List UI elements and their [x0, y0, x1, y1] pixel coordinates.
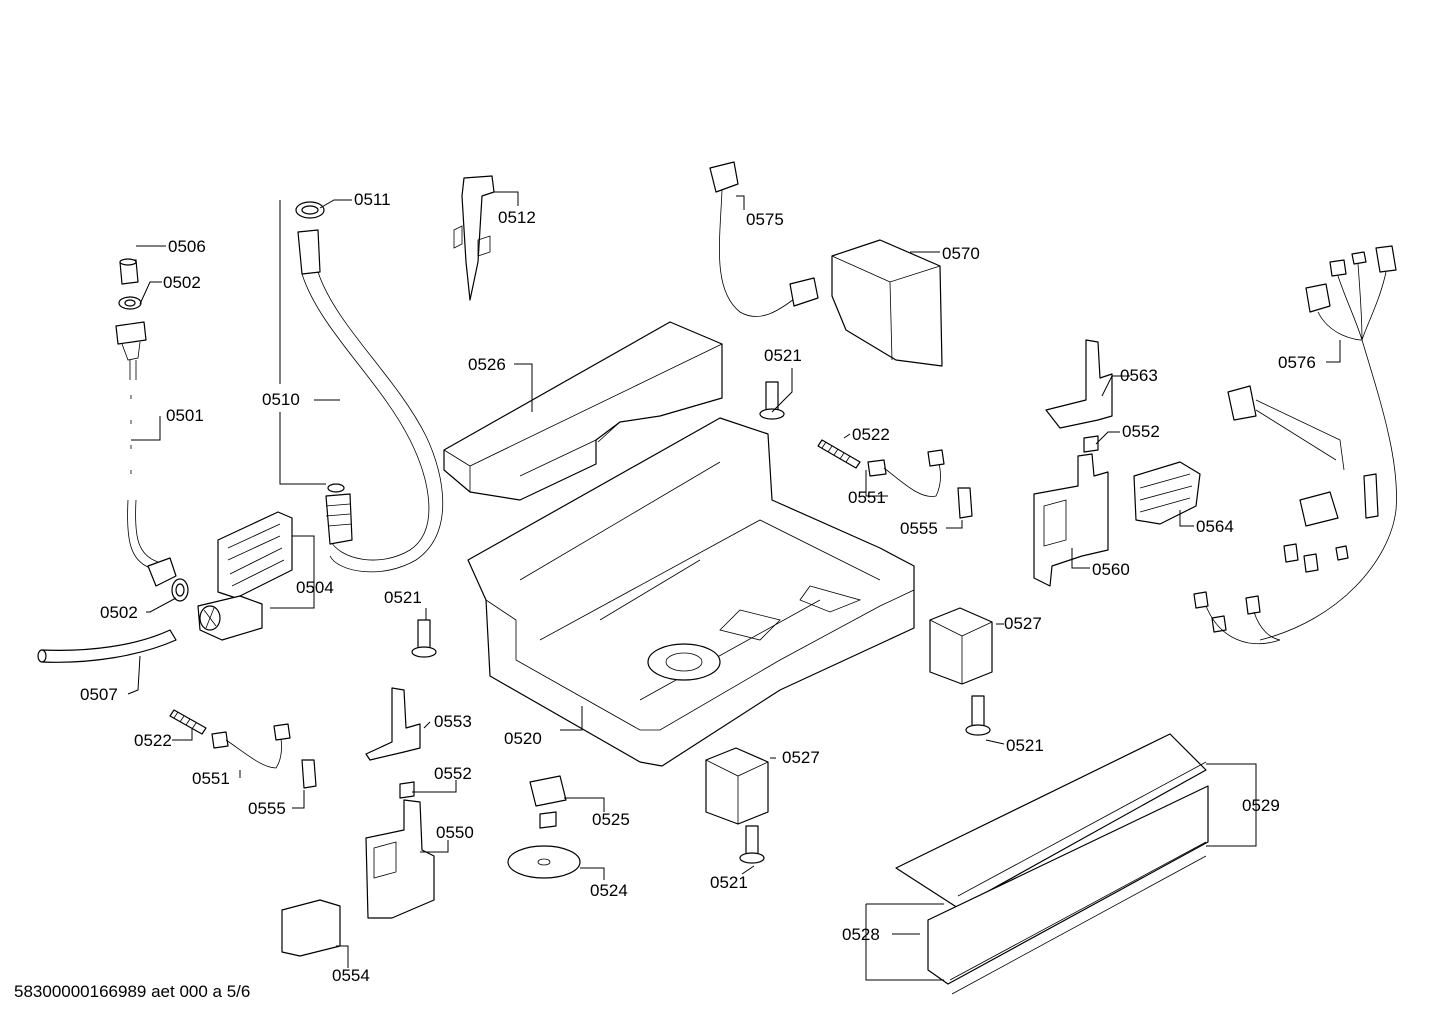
callout-0524: 0524 — [590, 881, 628, 900]
part-0526-cover — [443, 321, 723, 501]
callout-0550: 0550 — [436, 823, 474, 842]
callout-0526: 0526 — [468, 355, 506, 374]
part-0511-clamp — [295, 201, 325, 219]
callout-0521-a: 0521 — [764, 346, 802, 365]
part-0507-tube — [37, 629, 177, 663]
callout-0521-b: 0521 — [384, 588, 422, 607]
callout-labels: 0506 0502 0501 0502 0504 0507 0511 0510 … — [80, 190, 1316, 985]
part-0552-clip-b — [1083, 435, 1099, 453]
part-0564-cover — [1133, 461, 1201, 525]
part-0555-clip-b — [301, 759, 317, 789]
part-0570-control-module — [831, 239, 943, 367]
part-0563-bracket — [1045, 339, 1113, 429]
callout-0521-c: 0521 — [1006, 736, 1044, 755]
callout-0575: 0575 — [746, 210, 784, 229]
callout-0553: 0553 — [434, 712, 472, 731]
part-0554-cover — [281, 899, 341, 957]
callout-0527-a: 0527 — [1004, 614, 1042, 633]
callout-0570: 0570 — [942, 244, 980, 263]
part-0521-screw-a — [759, 381, 785, 420]
part-0502-washer-top — [118, 296, 142, 310]
part-0575-mains-cable — [709, 161, 819, 317]
callout-0564: 0564 — [1196, 517, 1234, 536]
part-0555-clip-a — [957, 487, 973, 519]
callout-0528: 0528 — [842, 925, 880, 944]
part-0521-screw-b — [411, 619, 437, 658]
part-0527-foot-b — [705, 747, 769, 825]
part-0504-valve-bracket — [197, 511, 293, 641]
callout-0554: 0554 — [332, 966, 370, 985]
part-0552-clip-a — [399, 781, 415, 799]
callout-0529: 0529 — [1242, 796, 1280, 815]
part-0560-bracket — [1033, 453, 1109, 587]
part-0522-spring-a — [817, 439, 861, 469]
part-0528-plinth — [927, 785, 1209, 995]
callout-0502-bottom: 0502 — [100, 603, 138, 622]
part-0522-spring-b — [169, 709, 207, 735]
part-0506-cap — [119, 258, 139, 285]
part-0527-foot-a — [929, 607, 993, 685]
callout-0506: 0506 — [168, 237, 206, 256]
leader-lines — [127, 191, 1341, 981]
callout-0555-b: 0555 — [248, 799, 286, 818]
callout-0502-top: 0502 — [163, 273, 201, 292]
part-0521-screw-c — [965, 695, 991, 736]
callout-0522-a: 0522 — [852, 425, 890, 444]
callout-0512: 0512 — [498, 208, 536, 227]
part-0525-sensor — [529, 775, 567, 829]
part-0550-bracket — [365, 799, 435, 919]
part-0510-drain-hose — [297, 229, 444, 573]
callout-0576: 0576 — [1278, 353, 1316, 372]
callout-0527-b: 0527 — [782, 748, 820, 767]
part-0529-plinth-strip — [895, 733, 1207, 909]
part-0501-inlet-hose — [115, 321, 177, 587]
callout-0511: 0511 — [354, 190, 391, 209]
part-0551-sensor-b — [211, 723, 291, 769]
document-footer: 58300000166989 aet 000 a 5/6 — [14, 982, 250, 1001]
part-0576-wiring-harness — [1193, 245, 1397, 645]
callout-0510: 0510 — [262, 390, 300, 409]
callout-0555-a: 0555 — [900, 519, 938, 538]
part-0551-sensor-a — [867, 449, 945, 497]
callout-0551-b: 0551 — [192, 769, 230, 788]
callout-0501: 0501 — [166, 406, 204, 425]
part-0521-screw-d — [739, 825, 765, 864]
callout-0551-a: 0551 — [848, 488, 886, 507]
callout-0563: 0563 — [1120, 366, 1158, 385]
callout-0552-a: 0552 — [434, 764, 472, 783]
callout-0560: 0560 — [1092, 560, 1130, 579]
callout-0521-d: 0521 — [710, 873, 748, 892]
part-0524-disc — [507, 845, 581, 879]
part-0512-support — [453, 175, 495, 301]
part-0520-base-frame — [467, 417, 915, 767]
callout-0504: 0504 — [296, 578, 334, 597]
part-0553-bracket — [365, 687, 421, 761]
callout-0507: 0507 — [80, 685, 118, 704]
part-0502-washer-bottom — [171, 578, 189, 602]
callout-0525: 0525 — [592, 810, 630, 829]
callout-0552-b: 0552 — [1122, 422, 1160, 441]
callout-0522-b: 0522 — [134, 731, 172, 750]
callout-0520: 0520 — [504, 729, 542, 748]
